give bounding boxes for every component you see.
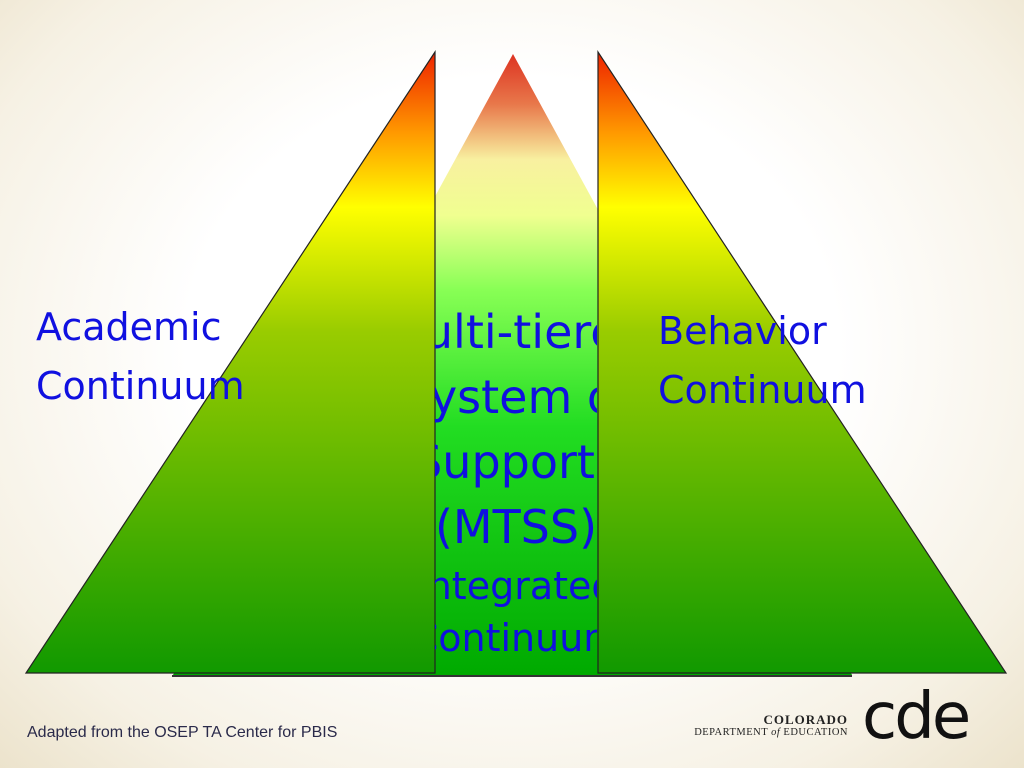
academic-continuum-label: Academic Continuum <box>36 298 245 416</box>
academic-label-line-2: Continuum <box>36 363 245 408</box>
logo-department-of: of <box>771 727 781 738</box>
mtss-label: Multi-tiered System of Supports (MTSS) I… <box>435 300 597 664</box>
footer-credit: Adapted from the OSEP TA Center for PBIS <box>27 724 338 741</box>
logo-state-name: COLORADO <box>763 712 848 727</box>
behavior-label-line-2: Continuum <box>658 367 867 412</box>
behavior-continuum-label: Behavior Continuum <box>658 302 867 420</box>
logo-department-prefix: DEPARTMENT <box>694 727 772 738</box>
logo-department-name: DEPARTMENT of EDUCATION <box>694 727 848 738</box>
cde-logo: COLORADO DEPARTMENT of EDUCATION cde <box>690 680 990 754</box>
mtss-label-window: Multi-tiered System of Supports (MTSS) I… <box>435 300 597 680</box>
behavior-triangle <box>597 49 1008 674</box>
academic-triangle <box>24 49 436 674</box>
behavior-label-line-1: Behavior <box>658 309 827 353</box>
mtss-label-line-5: Integrated <box>435 564 597 608</box>
mtss-label-line-1: Multi-tiered <box>435 305 597 359</box>
mtss-label-line-3: Supports <box>435 435 597 489</box>
mtss-label-line-4: (MTSS) <box>435 500 597 554</box>
cde-logo-mark: cde <box>862 680 971 754</box>
mtss-label-line-6: Continuum <box>435 616 597 660</box>
logo-department-suffix: EDUCATION <box>780 727 848 738</box>
academic-label-line-1: Academic <box>36 305 222 349</box>
mtss-label-line-2: System of <box>435 370 597 424</box>
